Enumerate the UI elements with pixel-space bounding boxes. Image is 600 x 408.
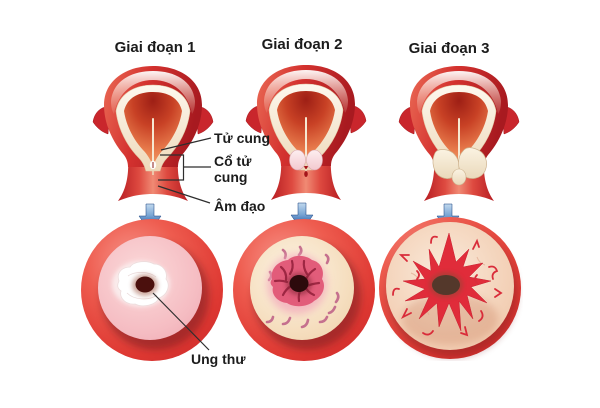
stage-1-title: Giai đoạn 1 bbox=[114, 39, 196, 56]
uterus-label: Tử cung bbox=[214, 130, 271, 146]
cancer-label: Ung thư bbox=[191, 351, 246, 367]
cervix-view-stage-3 bbox=[379, 217, 521, 359]
stage-2-title: Giai đoạn 2 bbox=[261, 36, 343, 53]
cervix-view-stage-1 bbox=[81, 219, 223, 361]
uterus-diagram-stage-1 bbox=[92, 65, 214, 202]
uterus-diagram-stage-2 bbox=[245, 64, 367, 201]
cervix-view-stage-2 bbox=[233, 219, 375, 361]
cervix-label: Cổ tử cung bbox=[214, 153, 252, 185]
uterus-diagram-stage-3 bbox=[398, 65, 520, 202]
stage-3-title: Giai đoạn 3 bbox=[408, 40, 490, 57]
vagina-label: Âm đạo bbox=[214, 198, 266, 214]
